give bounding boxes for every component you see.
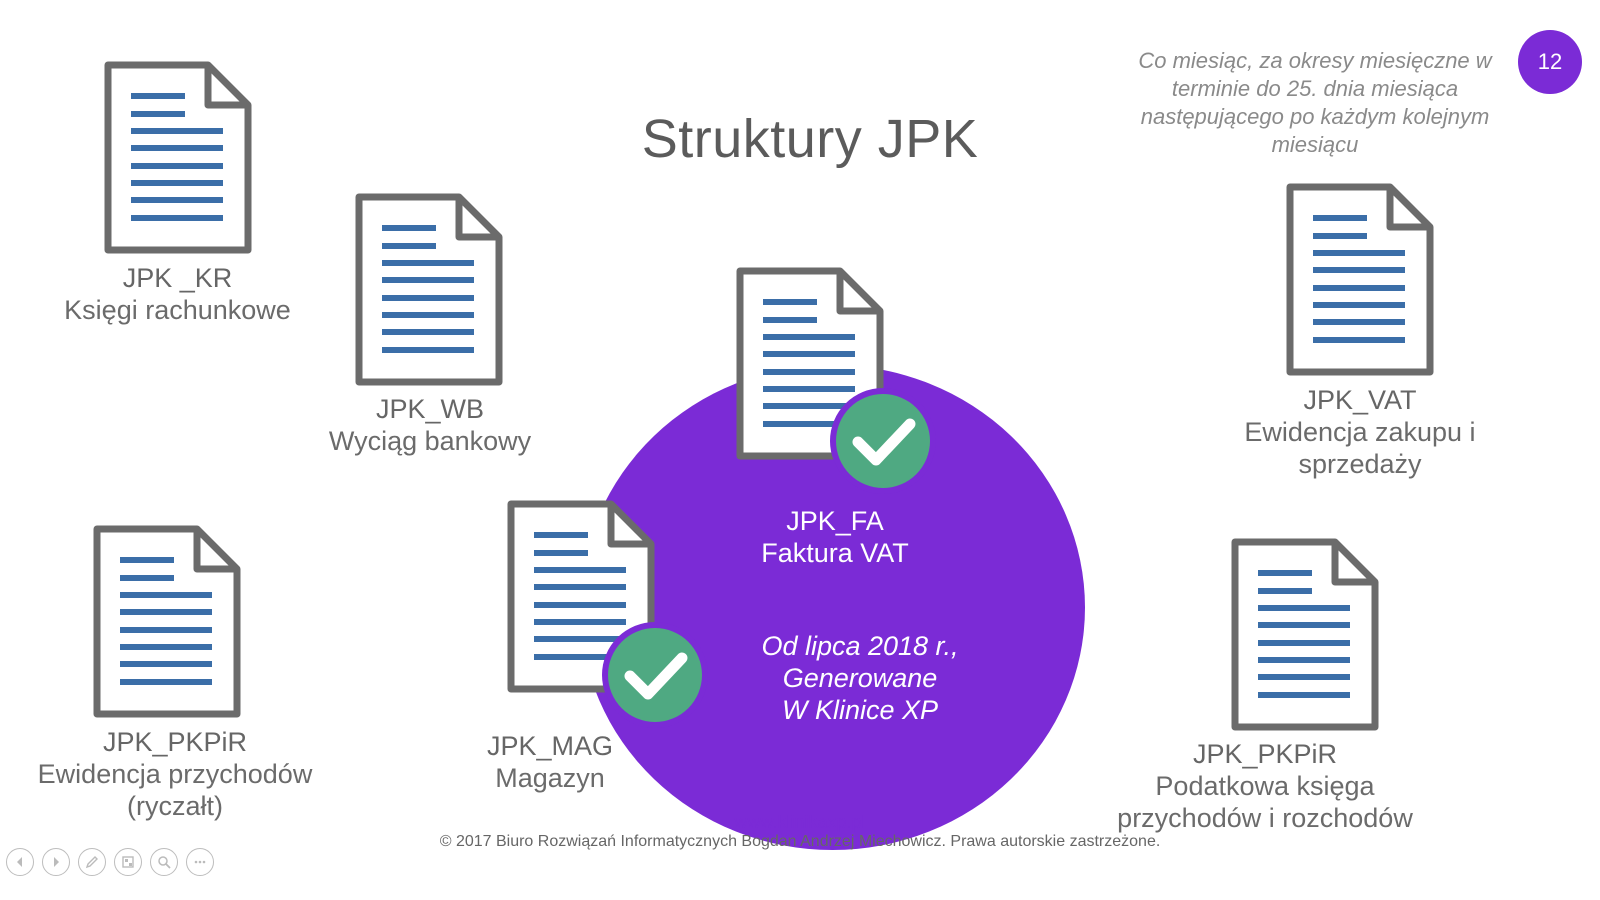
doc-label-fa: JPK_FA Faktura VAT: [720, 505, 950, 569]
doc-desc: przychodów i rozchodów: [1117, 803, 1413, 833]
doc-label-mag: JPK_MAG Magazyn: [460, 730, 640, 794]
doc-code: JPK_PKPiR: [1192, 739, 1338, 769]
slides-icon: [122, 856, 134, 868]
checkmark-icon: [830, 388, 936, 494]
document-icon: [104, 61, 252, 254]
doc-desc: Księgi rachunkowe: [64, 295, 291, 325]
slide-title: Struktury JPK: [641, 109, 979, 169]
zoom-icon: [158, 856, 171, 869]
copyright-text: © 2017 Biuro Rozwiązań Informatycznych B…: [439, 833, 1161, 850]
prev-icon: [17, 857, 22, 867]
doc-label-vat: JPK_VAT Ewidencja zakupu i sprzedaży: [1215, 384, 1505, 480]
doc-desc: sprzedaży: [1298, 449, 1422, 479]
doc-label-kr: JPK _KR Księgi rachunkowe: [40, 262, 315, 326]
doc-code: JPK _KR: [122, 263, 233, 293]
document-icon: [1231, 538, 1379, 731]
doc-desc: Magazyn: [495, 763, 605, 793]
more-button[interactable]: [186, 848, 214, 876]
doc-desc: Wyciąg bankowy: [328, 426, 532, 456]
doc-desc: Ewidencja zakupu i: [1244, 417, 1476, 447]
doc-label-wb: JPK_WB Wyciąg bankowy: [300, 393, 560, 457]
doc-desc: (ryczałt): [127, 791, 223, 821]
slides-button[interactable]: [114, 848, 142, 876]
checkmark-icon: [602, 622, 708, 728]
deadline-note: Co miesiąc, za okresy miesięczne w termi…: [1138, 48, 1492, 157]
promo-line: Generowane: [782, 663, 938, 693]
doc-code: JPK_PKPiR: [102, 727, 248, 757]
doc-desc: Ewidencja przychodów: [37, 759, 313, 789]
slideshow-controls: [6, 848, 214, 876]
page-number-badge: 12: [1518, 30, 1582, 94]
prev-slide-button[interactable]: [6, 848, 34, 876]
next-icon: [54, 857, 59, 867]
more-icon: [194, 860, 206, 864]
website-link[interactable]: www.klinikaxp.pl: [734, 812, 866, 832]
pen-button[interactable]: [78, 848, 106, 876]
document-icon: [1286, 183, 1434, 376]
promo-line: Od lipca 2018 r.,: [761, 631, 959, 661]
document-icon: [93, 525, 241, 718]
doc-desc: Faktura VAT: [761, 538, 909, 568]
doc-label-pkpir-ksiega: JPK_PKPiR Podatkowa księga przychodów i …: [1110, 738, 1420, 834]
doc-desc: Podatkowa księga: [1155, 771, 1375, 801]
zoom-button[interactable]: [150, 848, 178, 876]
document-icon: [355, 193, 503, 386]
promo-line: W Klinice XP: [781, 695, 939, 725]
doc-code: JPK_FA: [786, 506, 884, 536]
doc-code: JPK_WB: [375, 394, 485, 424]
doc-code: JPK_VAT: [1303, 385, 1417, 415]
doc-label-pkpir-ryczalt: JPK_PKPiR Ewidencja przychodów (ryczałt): [30, 726, 320, 822]
pen-icon: [85, 856, 98, 869]
promo-text: Od lipca 2018 r., Generowane W Klinice X…: [740, 630, 980, 726]
doc-code: JPK_MAG: [486, 731, 614, 761]
next-slide-button[interactable]: [42, 848, 70, 876]
